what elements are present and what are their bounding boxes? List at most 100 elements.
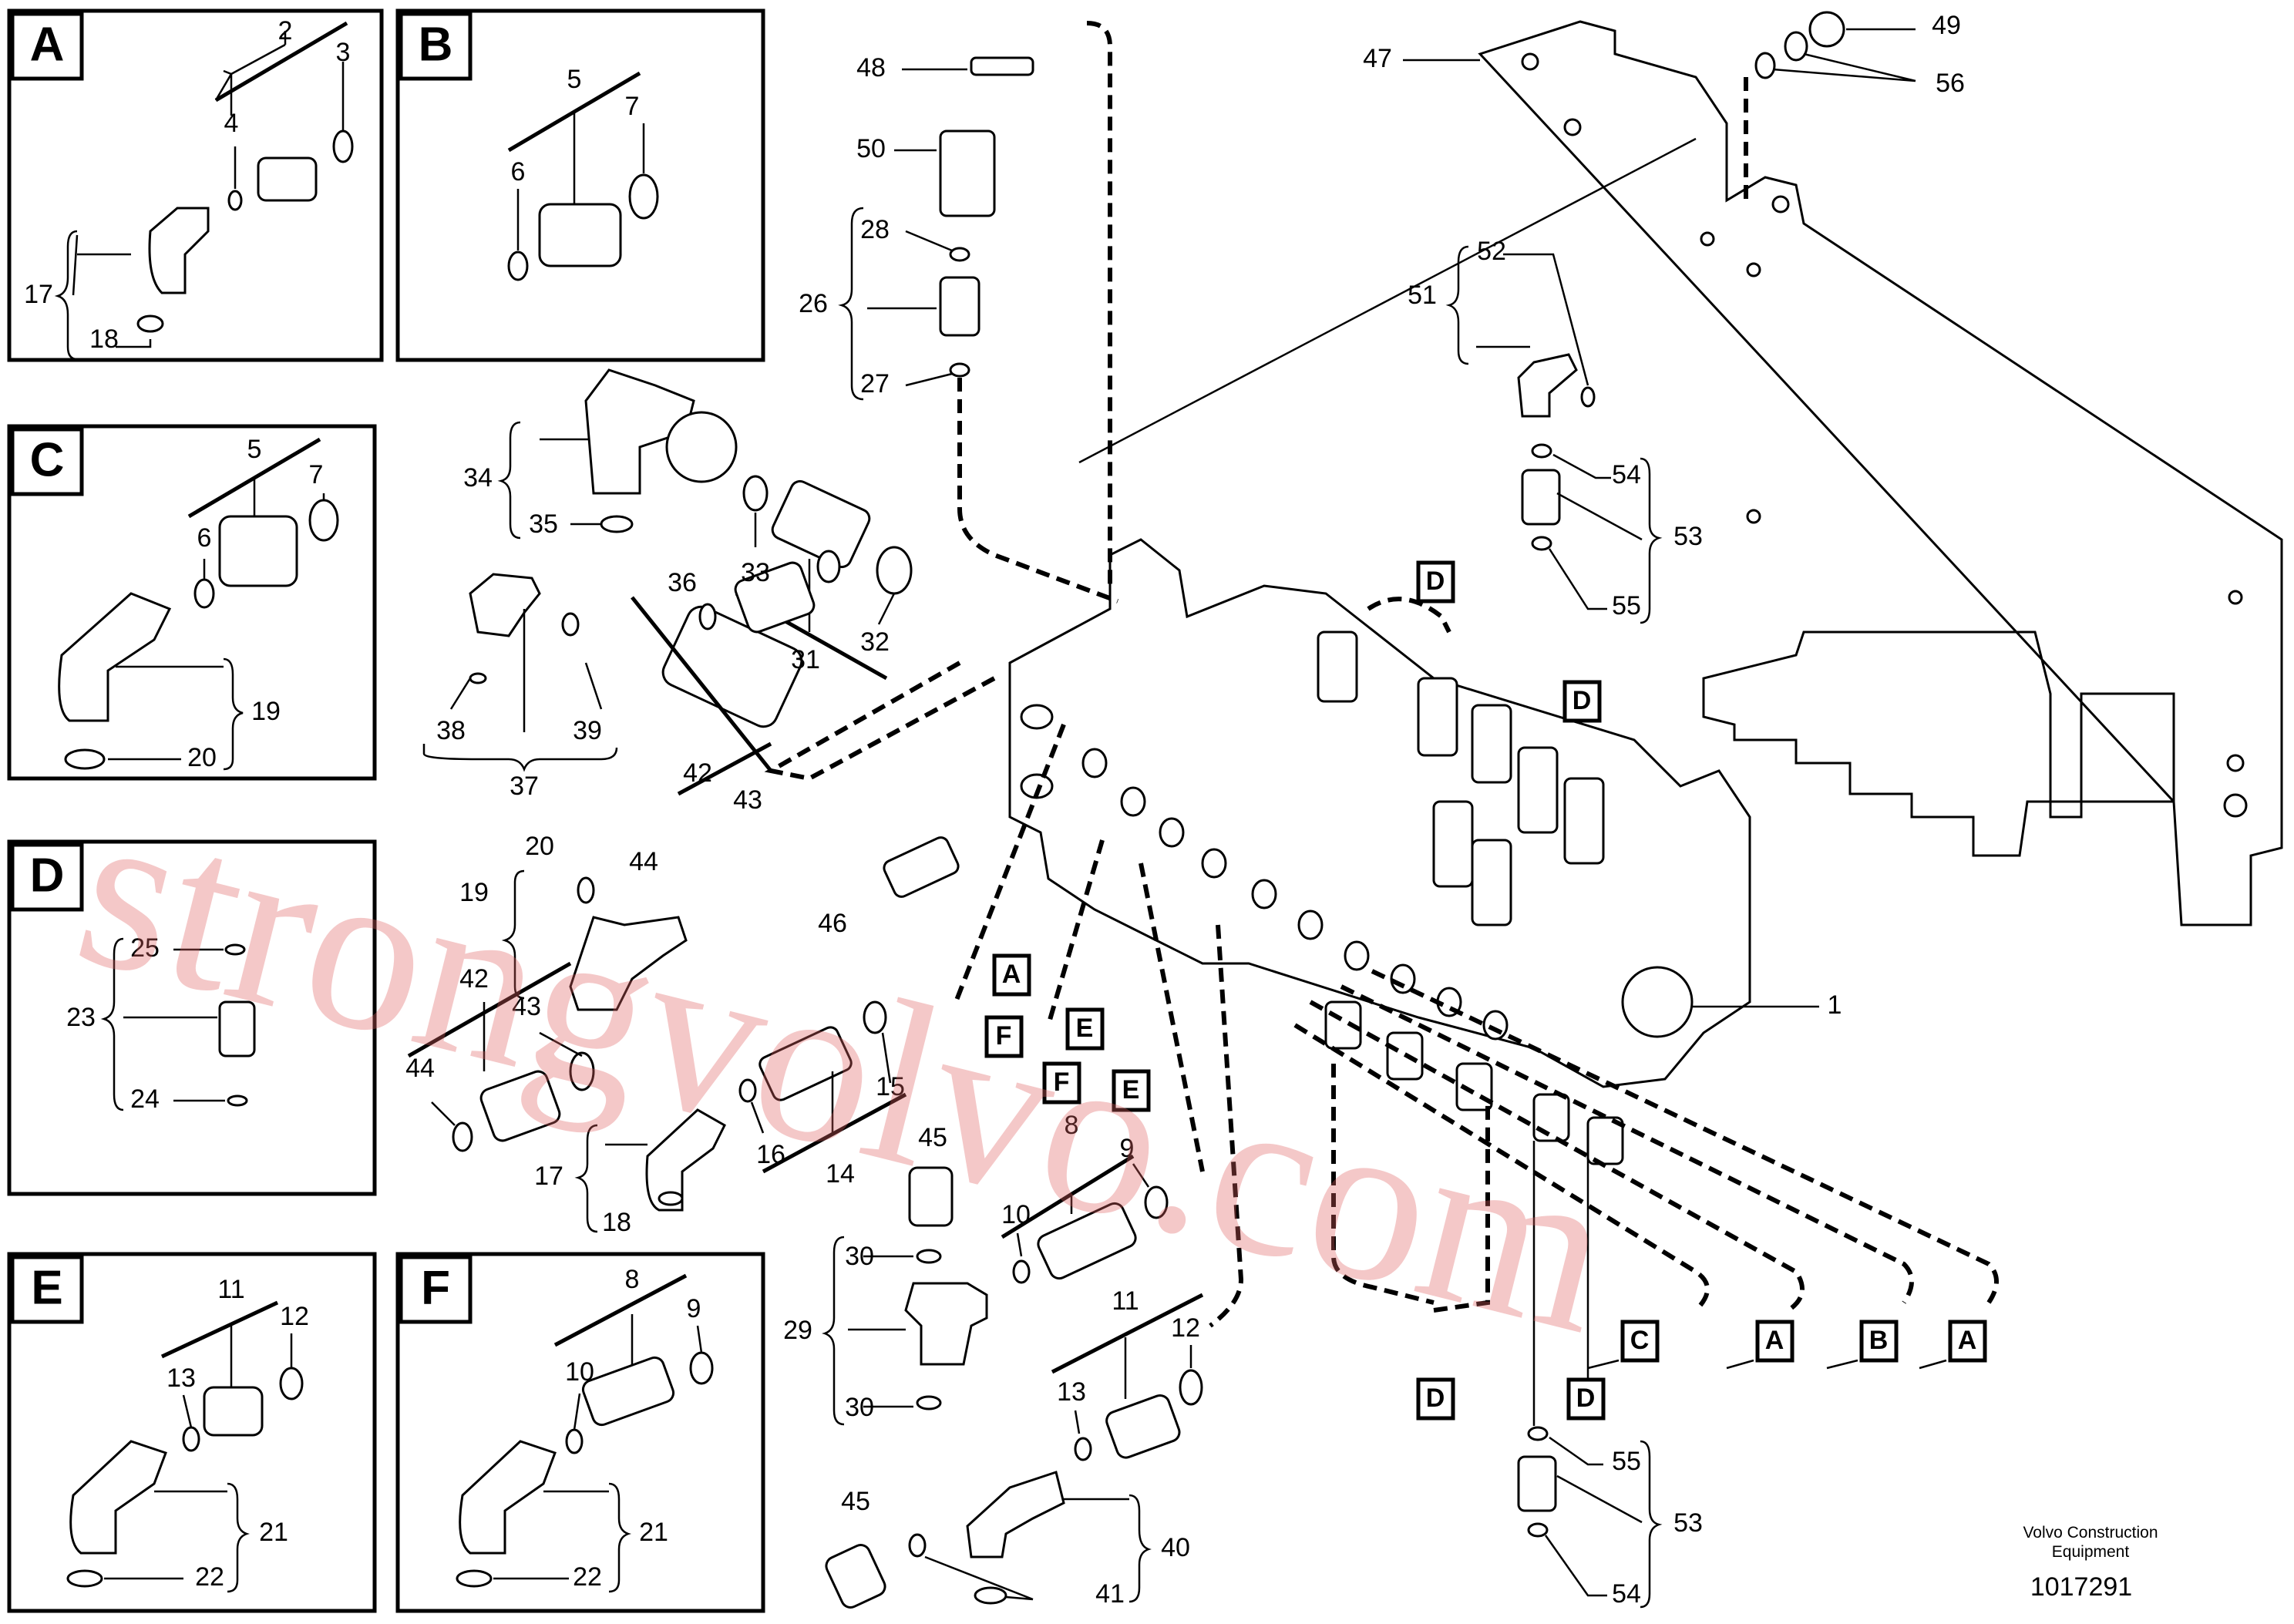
callout-39: 39 xyxy=(573,716,602,745)
callout-53-bottom: 53 xyxy=(1673,1508,1703,1538)
inset-e-callout-21: 21 xyxy=(259,1518,288,1547)
callout-36: 36 xyxy=(668,568,697,597)
inset-c-elbow xyxy=(58,592,172,722)
callout-41: 41 xyxy=(1095,1579,1125,1609)
callout-40: 40 xyxy=(1161,1533,1190,1562)
inset-f: F 8 9 10 21 22 xyxy=(395,1252,765,1613)
callout-54-bottom: 54 xyxy=(1612,1579,1641,1609)
inset-e-callout-12: 12 xyxy=(280,1302,309,1331)
ref-d-3: D xyxy=(1426,1384,1445,1413)
inset-a-callout-3: 3 xyxy=(336,38,351,67)
adapter-11 xyxy=(1105,1394,1181,1459)
callout-15: 15 xyxy=(876,1072,905,1101)
callout-42-upper: 42 xyxy=(683,758,712,788)
screw-48 xyxy=(970,56,1034,76)
elbow-37 xyxy=(469,573,541,637)
relief-valve-2 xyxy=(1417,677,1458,757)
ref-f-2: F xyxy=(1054,1068,1070,1097)
callout-45-lower: 45 xyxy=(841,1487,870,1516)
nut-45-upper xyxy=(908,1166,954,1227)
callout-42-lower: 42 xyxy=(459,964,489,994)
inset-e-elbow xyxy=(69,1440,167,1555)
fitting-53-top xyxy=(1521,469,1561,526)
callout-35: 35 xyxy=(529,509,558,539)
callout-28: 28 xyxy=(860,215,890,244)
inset-d-letter-box xyxy=(10,842,84,912)
inset-f-oring-22 xyxy=(456,1569,493,1588)
nut-49 xyxy=(1808,11,1845,48)
callout-37: 37 xyxy=(510,772,539,801)
inset-f-callout-10: 10 xyxy=(565,1357,594,1387)
inset-f-callout-9: 9 xyxy=(687,1294,701,1323)
relief-valve-7 xyxy=(1471,839,1512,926)
inset-d-letter: D xyxy=(30,849,65,902)
inset-e-callout-11: 11 xyxy=(217,1275,244,1304)
relief-valve-5 xyxy=(1563,777,1605,865)
inset-c-letter-box xyxy=(10,427,84,496)
adapter-31 xyxy=(771,479,871,569)
inset-c: C 5 6 7 19 20 xyxy=(7,424,377,781)
callout-30-bottom: 30 xyxy=(845,1393,874,1422)
callout-55: 55 xyxy=(1612,591,1641,620)
callout-47: 47 xyxy=(1363,44,1392,73)
nut-45-lower xyxy=(825,1544,886,1609)
valve-end-cover xyxy=(1621,966,1694,1038)
inset-a: A 2 3 4 17 18 xyxy=(7,8,384,362)
inset-c-adapter xyxy=(218,515,298,587)
callout-44-upper: 44 xyxy=(629,847,658,876)
inset-e-oring-22 xyxy=(66,1569,103,1588)
adapter-42-lower xyxy=(479,1070,561,1142)
inset-b-callout-5: 5 xyxy=(567,65,582,94)
ref-b: B xyxy=(1869,1326,1889,1355)
ref-f-1: F xyxy=(996,1021,1012,1051)
inset-a-oring-3 xyxy=(332,129,354,163)
callout-19-main: 19 xyxy=(459,878,489,907)
inset-b-letter-box xyxy=(399,12,473,81)
inset-d-fitting xyxy=(218,1000,256,1057)
dashed-lines xyxy=(764,21,1999,1426)
ref-a-mid: A xyxy=(1002,960,1021,989)
callout-43-lower: 43 xyxy=(512,992,541,1021)
inset-a-callout-2: 2 xyxy=(278,16,293,45)
inset-d-callout-23: 23 xyxy=(66,1003,96,1032)
inset-c-callout-19: 19 xyxy=(251,697,281,726)
inset-c-oring-7 xyxy=(308,499,339,542)
fitting-50 xyxy=(939,129,996,217)
inset-e-adapter xyxy=(203,1386,264,1437)
ref-c: C xyxy=(1630,1326,1650,1355)
inset-a-letter-box xyxy=(10,12,84,81)
inset-e-letter-box xyxy=(10,1255,84,1324)
callout-34: 34 xyxy=(463,463,493,493)
inset-c-oring-6 xyxy=(193,578,215,609)
callout-53: 53 xyxy=(1673,522,1703,551)
inset-f-callout-21: 21 xyxy=(639,1518,668,1547)
fitting-53-bottom xyxy=(1517,1455,1557,1512)
callout-55-bottom: 55 xyxy=(1612,1447,1641,1476)
callout-44-lower: 44 xyxy=(405,1054,435,1083)
inset-b-callout-7: 7 xyxy=(625,92,640,121)
inset-a-callout-17: 17 xyxy=(24,280,53,309)
inset-e: E 11 12 13 21 22 xyxy=(7,1252,377,1613)
valve-body xyxy=(1008,538,1751,1088)
inset-a-elbow xyxy=(148,207,210,294)
inset-f-letter-box xyxy=(399,1255,473,1324)
reference-labels: D D D D A F E F E C A B A xyxy=(984,560,1987,1421)
callout-43-upper: 43 xyxy=(733,785,762,815)
callout-14: 14 xyxy=(826,1159,855,1189)
callout-38: 38 xyxy=(436,716,466,745)
inset-f-adapter xyxy=(581,1356,675,1427)
inset-e-callout-22: 22 xyxy=(195,1562,224,1592)
callout-8-main: 8 xyxy=(1065,1111,1079,1140)
inset-d-callout-24: 24 xyxy=(130,1084,160,1114)
callout-32: 32 xyxy=(860,627,890,657)
inset-f-callout-8: 8 xyxy=(625,1265,640,1294)
inset-f-letter: F xyxy=(421,1261,450,1314)
ref-d-1: D xyxy=(1426,567,1445,596)
elbow-51 xyxy=(1517,353,1578,418)
callout-27: 27 xyxy=(860,369,890,398)
elbow-19 xyxy=(569,916,688,1011)
callout-9-main: 9 xyxy=(1120,1134,1135,1163)
inset-b: B 5 7 6 xyxy=(395,8,765,362)
inset-e-letter: E xyxy=(31,1261,62,1314)
relief-valve-1 xyxy=(1317,630,1358,703)
